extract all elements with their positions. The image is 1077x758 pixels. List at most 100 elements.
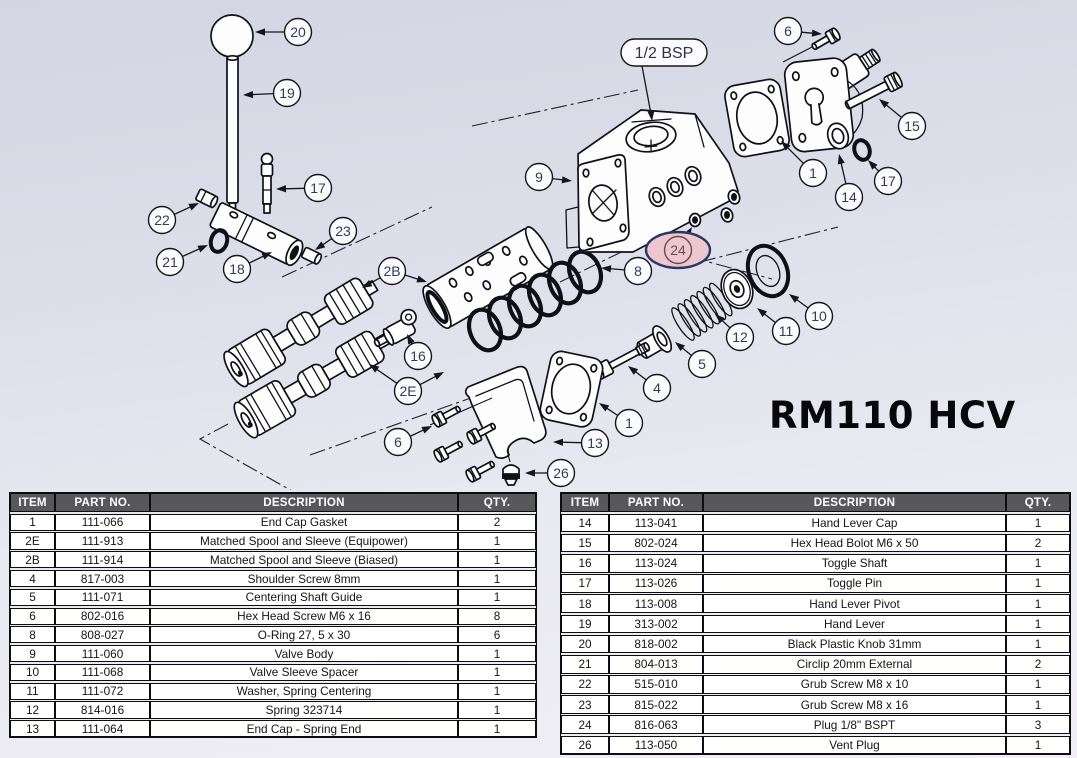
- hex-screws-6-bottom: [429, 397, 499, 484]
- callout-circle: [897, 111, 927, 141]
- cell-description: Hand Lever Pivot: [703, 594, 1006, 613]
- cell-item: 19: [561, 614, 609, 634]
- callout-number: 12: [732, 329, 748, 345]
- callout-26: 26: [525, 458, 576, 488]
- callout-number: 6: [784, 23, 792, 39]
- cell-qty: 1: [1006, 695, 1070, 714]
- bsp-label-text: 1/2 BSP: [635, 45, 694, 62]
- cell-item: 8: [10, 626, 55, 644]
- callout-circle: [773, 16, 803, 46]
- callout-16: 16: [403, 334, 433, 371]
- cell-qty: 1: [1006, 614, 1070, 634]
- cell-part-no: 111-072: [55, 682, 150, 700]
- cell-description: Grub Screw M8 x 10: [703, 675, 1006, 694]
- callout-circle: [873, 166, 903, 196]
- cell-part-no: 113-041: [609, 513, 703, 533]
- callout-circle: [623, 256, 653, 286]
- header-cell-description: DESCRIPTION: [150, 493, 458, 512]
- callout-circle: [303, 173, 333, 203]
- callout-number: 8: [634, 263, 642, 279]
- grub-screw-22: [195, 188, 219, 209]
- cell-qty: 1: [458, 720, 536, 738]
- sleeve-spacer-10: [745, 243, 791, 299]
- callout-number: 5: [698, 356, 706, 372]
- cell-part-no: 802-016: [55, 607, 150, 625]
- cell-description: End Cap - Spring End: [150, 720, 458, 738]
- cell-qty: 1: [458, 551, 536, 569]
- callout-17: 17: [868, 160, 903, 196]
- callout-number: 4: [653, 380, 661, 396]
- knob-20: [210, 14, 254, 58]
- cell-qty: 8: [458, 607, 536, 625]
- cell-description: Plug 1/8" BSPT: [703, 715, 1006, 735]
- cell-item: 2E: [10, 532, 55, 550]
- callout-number: 19: [279, 85, 295, 101]
- callout-5: 5: [675, 342, 717, 379]
- callout-8: 8: [601, 256, 653, 286]
- callout-number: 26: [553, 465, 569, 481]
- callout-number: 11: [779, 323, 794, 339]
- cell-part-no: 814-016: [55, 701, 150, 719]
- cell-description: Matched Spool and Sleeve (Equipower): [150, 532, 458, 550]
- cell-part-no: 113-008: [609, 594, 703, 613]
- hand-lever-cap-14: [782, 45, 881, 153]
- callout-number: 14: [841, 189, 857, 205]
- cell-description: Shoulder Screw 8mm: [150, 569, 458, 588]
- callout-14: 14: [834, 154, 864, 212]
- callout-number: 9: [535, 169, 543, 185]
- cell-qty: 1: [458, 532, 536, 550]
- callout-9: 9: [524, 162, 572, 192]
- header-cell-part-no: PART NO.: [609, 493, 703, 512]
- cell-part-no: 111-914: [55, 551, 150, 569]
- cell-qty: 1: [1006, 513, 1070, 533]
- callout-10: 10: [789, 294, 834, 331]
- callout-circle: [393, 376, 423, 406]
- callout-circle: [283, 17, 313, 47]
- callout-number: 17: [880, 173, 896, 189]
- callout-circle: [798, 158, 828, 188]
- callout-circle: [663, 235, 693, 265]
- callout-circle: [834, 182, 864, 212]
- toggle-shaft-16: [373, 308, 417, 348]
- callout-circle: [580, 428, 610, 458]
- cell-qty: 1: [1006, 594, 1070, 613]
- callout-number: 1: [625, 415, 633, 431]
- cell-part-no: 804-013: [609, 654, 703, 674]
- end-cap-13: [464, 365, 547, 459]
- callout-circle: [155, 247, 185, 277]
- cell-qty: 6: [458, 626, 536, 644]
- cell-qty: 1: [1006, 634, 1070, 654]
- callout-20: 20: [255, 17, 313, 47]
- callout-number: 18: [229, 261, 245, 277]
- cell-qty: 1: [458, 588, 536, 606]
- cell-item: 26: [561, 735, 609, 755]
- cell-part-no: 113-024: [609, 553, 703, 573]
- exploded-diagram: 1/2 BSP 201917222118232B162E698246151714…: [147, 14, 927, 490]
- model-title: RM110 HCV: [769, 394, 1016, 437]
- cell-part-no: 816-063: [609, 715, 703, 735]
- callout-6: 6: [773, 16, 822, 46]
- callout-circle: [642, 373, 672, 403]
- cell-item: 22: [561, 675, 609, 694]
- callout-number: 2B: [383, 263, 400, 279]
- cell-part-no: 802-024: [609, 533, 703, 553]
- callout-circle: [725, 322, 755, 352]
- cell-part-no: 111-913: [55, 532, 150, 550]
- cell-item: 9: [10, 645, 55, 663]
- callout-circle: [147, 205, 177, 235]
- hand-lever-19: [226, 54, 239, 214]
- cell-qty: 1: [1006, 675, 1070, 694]
- spring-12: [671, 282, 733, 341]
